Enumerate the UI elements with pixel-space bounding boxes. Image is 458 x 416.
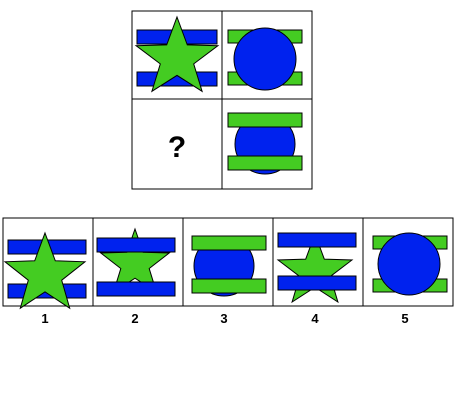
green-bar-bottom <box>191 278 267 294</box>
star-shape <box>3 231 87 310</box>
star-shape <box>134 15 220 93</box>
matrix-cell-bottom-right <box>221 98 313 190</box>
answer-option-2-label: 2 <box>131 311 138 326</box>
circle-shape <box>233 27 297 91</box>
answer-options: 1 2 3 4 <box>2 217 454 326</box>
answer-option-4[interactable]: 4 <box>272 217 364 326</box>
star-shape <box>99 227 171 294</box>
blue-bar-top <box>277 232 357 248</box>
answer-option-3-label: 3 <box>220 311 227 326</box>
blue-bar-top <box>96 237 176 253</box>
matrix-cell-top-right <box>221 10 313 100</box>
answer-option-3[interactable]: 3 <box>182 217 274 326</box>
matrix-cell-bottom-left-frame <box>131 98 223 190</box>
green-bar-top <box>227 112 303 128</box>
blue-bar-bottom <box>277 275 357 291</box>
answer-option-4-label: 4 <box>311 311 319 326</box>
answer-option-5[interactable]: 5 <box>362 217 454 326</box>
question-mark: ? <box>168 131 186 164</box>
answer-option-2[interactable]: 2 <box>92 217 184 326</box>
matrix-cell-top-left <box>131 10 223 100</box>
answer-option-5-label: 5 <box>401 311 408 326</box>
blue-bar-bottom <box>96 281 176 297</box>
answer-option-1-label: 1 <box>41 311 48 326</box>
matrix-cell-bottom-left: ? <box>131 98 223 190</box>
green-bar-top <box>191 235 267 251</box>
green-bar-bottom <box>227 155 303 171</box>
circle-shape <box>377 232 441 296</box>
puzzle-matrix: ? <box>131 10 313 190</box>
answer-option-1[interactable]: 1 <box>2 217 94 326</box>
